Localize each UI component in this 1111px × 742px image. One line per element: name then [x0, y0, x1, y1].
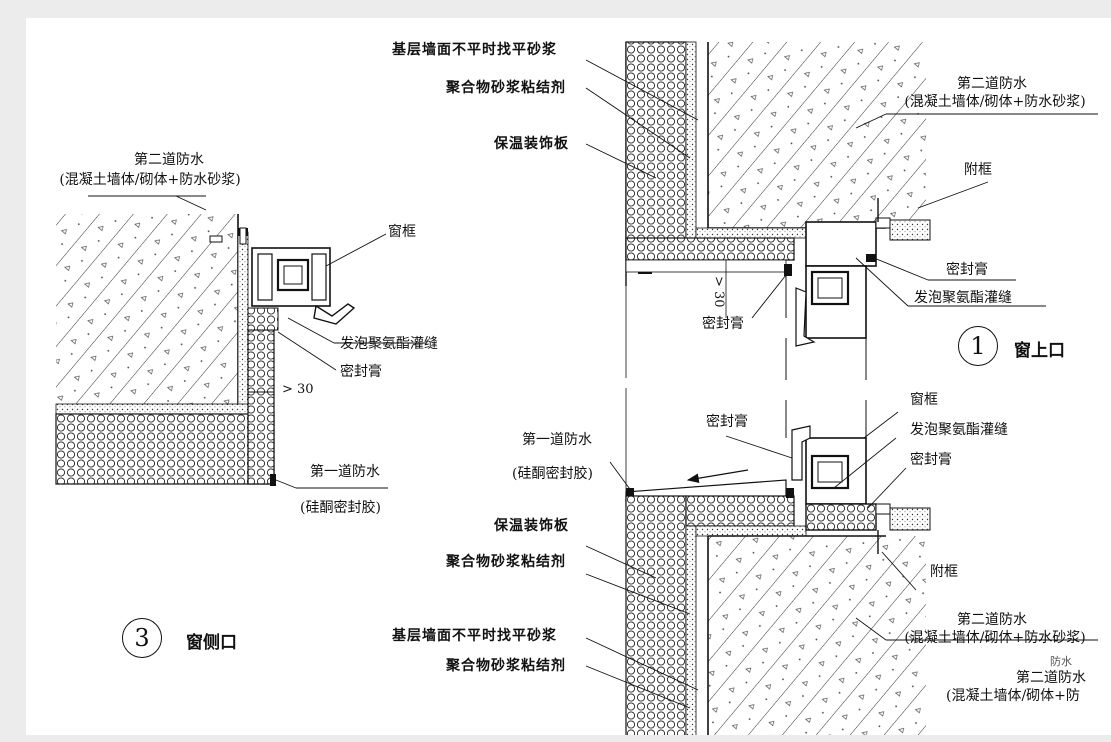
d3-sealant-label: 密封膏 [340, 364, 382, 380]
d3-detail-title: 窗侧口 [186, 633, 237, 653]
d2-first-waterproof-title: 第一道防水 [522, 432, 592, 448]
d2-sub-frame-label: 附框 [930, 564, 958, 580]
d3-first-waterproof-title: 第一道防水 [310, 464, 380, 480]
d3-detail-number: 3 [122, 618, 162, 658]
d1-polymer-adhesive-label: 聚合物砂浆粘结剂 [446, 80, 566, 96]
d3-first-waterproof-desc: (硅酮密封胶) [300, 500, 381, 516]
d2-second-waterproof-title: 第二道防水 [957, 612, 1027, 628]
d3-window-frame-label: 窗框 [388, 224, 416, 240]
d2-polymer-adhesive-label: 聚合物砂浆粘结剂 [446, 554, 566, 570]
detail-2-geometry [585, 388, 1098, 735]
d3-foam-pu-fill-label: 发泡聚氨酯灌缝 [340, 336, 438, 352]
d3-dimension-min: > 30 [282, 382, 314, 397]
detail-3-geometry [55, 195, 426, 489]
d1-second-waterproof-desc: (混凝土墙体/砌体+防水砂浆) [904, 94, 1086, 110]
d2-second-waterproof-title-2: 第二道防水 [1016, 670, 1086, 686]
d2-window-frame-label: 窗框 [910, 392, 938, 408]
construction-details-drawing [55, 41, 1098, 735]
d1-detail-number: 1 [958, 326, 998, 366]
d1-leveling-mortar-label: 基层墙面不平时找平砂浆 [392, 42, 557, 58]
d2-second-waterproof-fragment: 防水 [1050, 655, 1072, 668]
d2-second-waterproof-desc: (混凝土墙体/砌体+防水砂浆) [904, 630, 1086, 646]
drawing-sheet: 第二道防水 (混凝土墙体/砌体+防水砂浆) 窗框 发泡聚氨酯灌缝 密封膏 > 3… [26, 18, 1111, 735]
d1-insulation-board-label: 保温装饰板 [494, 136, 569, 152]
d1-sealant-left-label: 密封膏 [702, 316, 744, 332]
d3-second-waterproof-title: 第二道防水 [134, 152, 204, 168]
d2-first-waterproof-desc: (硅酮密封胶) [512, 466, 593, 482]
d2-foam-pu-fill-label: 发泡聚氨酯灌缝 [910, 422, 1008, 438]
detail-1-geometry [585, 41, 1098, 380]
d2-insulation-board-label: 保温装饰板 [494, 518, 569, 534]
d2-sealant-top-label: 密封膏 [706, 414, 748, 430]
d2-polymer-adhesive-2-label: 聚合物砂浆粘结剂 [446, 658, 566, 674]
d1-dimension-min: > 30 [711, 276, 726, 308]
d2-second-waterproof-desc-2: (混凝土墙体/砌体+防 [946, 688, 1080, 704]
d1-sub-frame-label: 附框 [964, 162, 992, 178]
d1-second-waterproof-title: 第二道防水 [957, 76, 1027, 92]
d3-second-waterproof-desc: (混凝土墙体/砌体+防水砂浆) [59, 172, 241, 188]
d1-sealant-right-label: 密封膏 [946, 262, 988, 278]
d2-leveling-mortar-label: 基层墙面不平时找平砂浆 [392, 628, 557, 644]
d1-detail-title: 窗上口 [1014, 341, 1065, 361]
d2-sealant-right-label: 密封膏 [910, 452, 952, 468]
d1-foam-pu-fill-label: 发泡聚氨酯灌缝 [914, 290, 1012, 306]
